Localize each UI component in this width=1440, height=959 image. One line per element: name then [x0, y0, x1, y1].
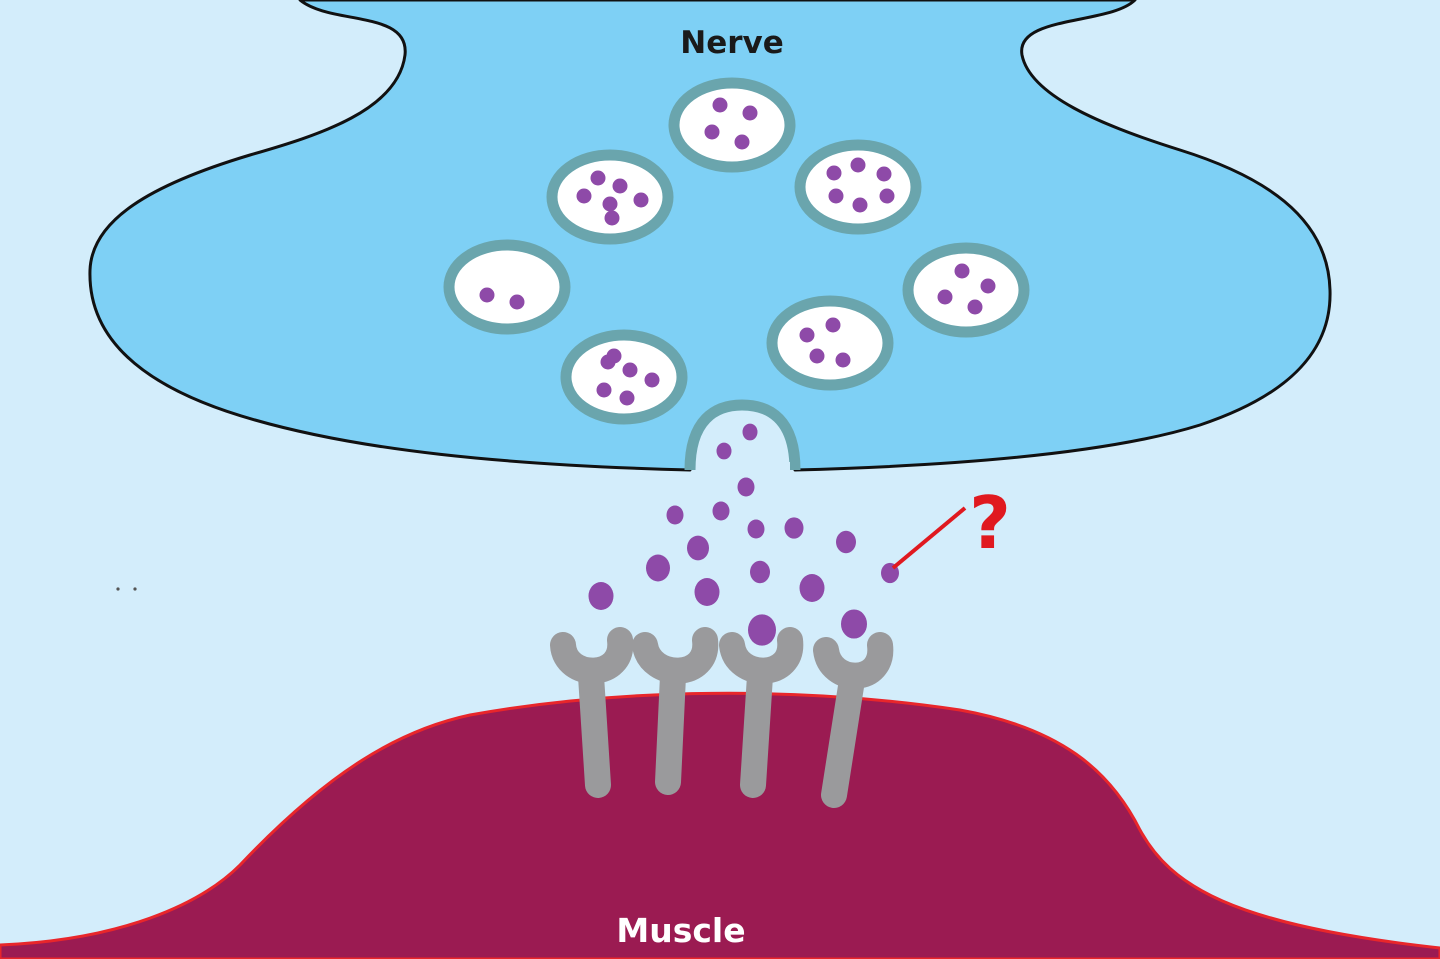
neurotransmitter-molecule: [836, 530, 856, 554]
neurotransmitter-molecule: [750, 560, 770, 584]
neurotransmitter-molecule: [828, 188, 844, 204]
neurotransmitter-molecule: [835, 352, 851, 368]
neurotransmitter-molecule: [712, 97, 728, 113]
neurotransmitter-molecule: [588, 582, 614, 610]
receptor: [719, 627, 804, 798]
neurotransmitter-molecule: [742, 105, 758, 121]
synaptic-vesicle: [546, 149, 674, 245]
neurotransmitter-molecule: [606, 348, 622, 364]
neurotransmitter-molecule: [479, 287, 495, 303]
fusion-pore: [696, 462, 790, 476]
synaptic-vesicle: [902, 242, 1030, 338]
neurotransmitter-molecule: [748, 614, 776, 646]
neurotransmitter-molecule: [737, 477, 755, 497]
neurotransmitter-molecule: [809, 348, 825, 364]
neurotransmitter-molecule: [825, 317, 841, 333]
neurotransmitter-molecule: [712, 501, 730, 521]
neurotransmitter-molecule: [954, 263, 970, 279]
neurotransmitter-molecule: [596, 382, 612, 398]
neurotransmitter-molecule: [852, 197, 868, 213]
neurotransmitter-molecule: [619, 390, 635, 406]
neurotransmitter-molecule: [646, 554, 670, 582]
neurotransmitter-molecule: [850, 157, 866, 173]
fusing-vesicle: [684, 399, 801, 471]
receptor: [813, 632, 894, 808]
neurotransmitter-molecule: [937, 289, 953, 305]
receptor: [632, 627, 719, 795]
neurotransmitter-molecule: [742, 423, 758, 441]
neurotransmitter-molecule: [799, 574, 825, 602]
neurotransmitter-molecule: [694, 578, 720, 606]
neurotransmitter-group: [588, 423, 899, 646]
neurotransmitter-molecule: [747, 519, 765, 539]
neurotransmitter-molecule: [879, 188, 895, 204]
neurotransmitter-molecule: [799, 327, 815, 343]
neurotransmitter-molecule: [602, 196, 618, 212]
stray-marks: [116, 587, 137, 591]
nerve-label: Nerve: [680, 25, 784, 61]
neurotransmitter-molecule: [716, 442, 732, 460]
neurotransmitter-molecule: [687, 535, 709, 561]
neurotransmitter-molecule: [612, 178, 628, 194]
receptor: [550, 627, 634, 798]
neurotransmitter-molecule: [734, 134, 750, 150]
muscle-cell: [0, 691, 1440, 959]
synaptic-vesicle: [766, 295, 894, 391]
neurotransmitter-molecule: [980, 278, 996, 294]
receptor-group: [550, 627, 894, 808]
neurotransmitter-molecule: [666, 505, 684, 525]
neurotransmitter-molecule: [841, 609, 867, 639]
neurotransmitter-molecule: [876, 166, 892, 182]
neurotransmitter-molecule: [576, 188, 592, 204]
neurotransmitter-molecule: [644, 372, 660, 388]
synaptic-vesicle: [668, 77, 796, 173]
neurotransmitter-molecule: [604, 210, 620, 226]
vesicle-group: [443, 77, 1030, 425]
neurotransmitter-molecule: [967, 299, 983, 315]
neurotransmitter-molecule: [622, 362, 638, 378]
synaptic-vesicle: [443, 239, 571, 335]
synaptic-vesicle: [560, 329, 688, 425]
neurotransmitter-molecule: [633, 192, 649, 208]
neurotransmitter-molecule: [590, 170, 606, 186]
neurotransmitter-molecule: [509, 294, 525, 310]
nerve-terminal: [88, 0, 1332, 472]
synaptic-vesicle: [794, 139, 922, 235]
neurotransmitter-molecule: [826, 165, 842, 181]
question-pointer-line: [891, 506, 967, 570]
neurotransmitter-molecule: [704, 124, 720, 140]
neurotransmitter-molecule: [784, 517, 804, 539]
question-mark: ?: [969, 481, 1011, 565]
muscle-label: Muscle: [616, 911, 745, 950]
